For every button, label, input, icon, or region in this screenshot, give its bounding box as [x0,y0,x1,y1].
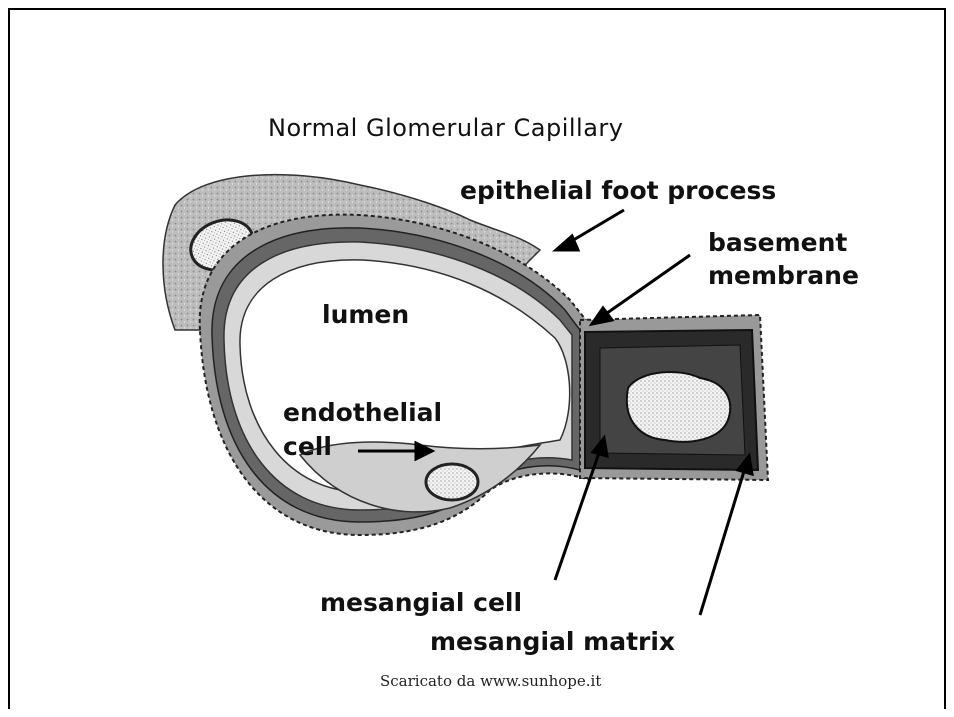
label-endothelial-line2: cell [283,432,332,461]
label-mesangial-matrix: mesangial matrix [430,627,675,656]
mesangial-nucleus [627,372,730,442]
label-basement-membrane-line2: membrane [708,261,859,290]
source-footer: Scaricato da www.sunhope.it [380,672,601,690]
label-lumen: lumen [322,300,409,329]
label-mesangial-cell: mesangial cell [320,588,522,617]
label-endothelial-line1: endothelial [283,398,442,427]
diagram-title: Normal Glomerular Capillary [268,114,624,142]
label-epithelial-foot-process: epithelial foot process [460,176,776,205]
endothelial-nucleus [426,464,478,500]
label-basement-membrane-line1: basement [708,228,847,257]
